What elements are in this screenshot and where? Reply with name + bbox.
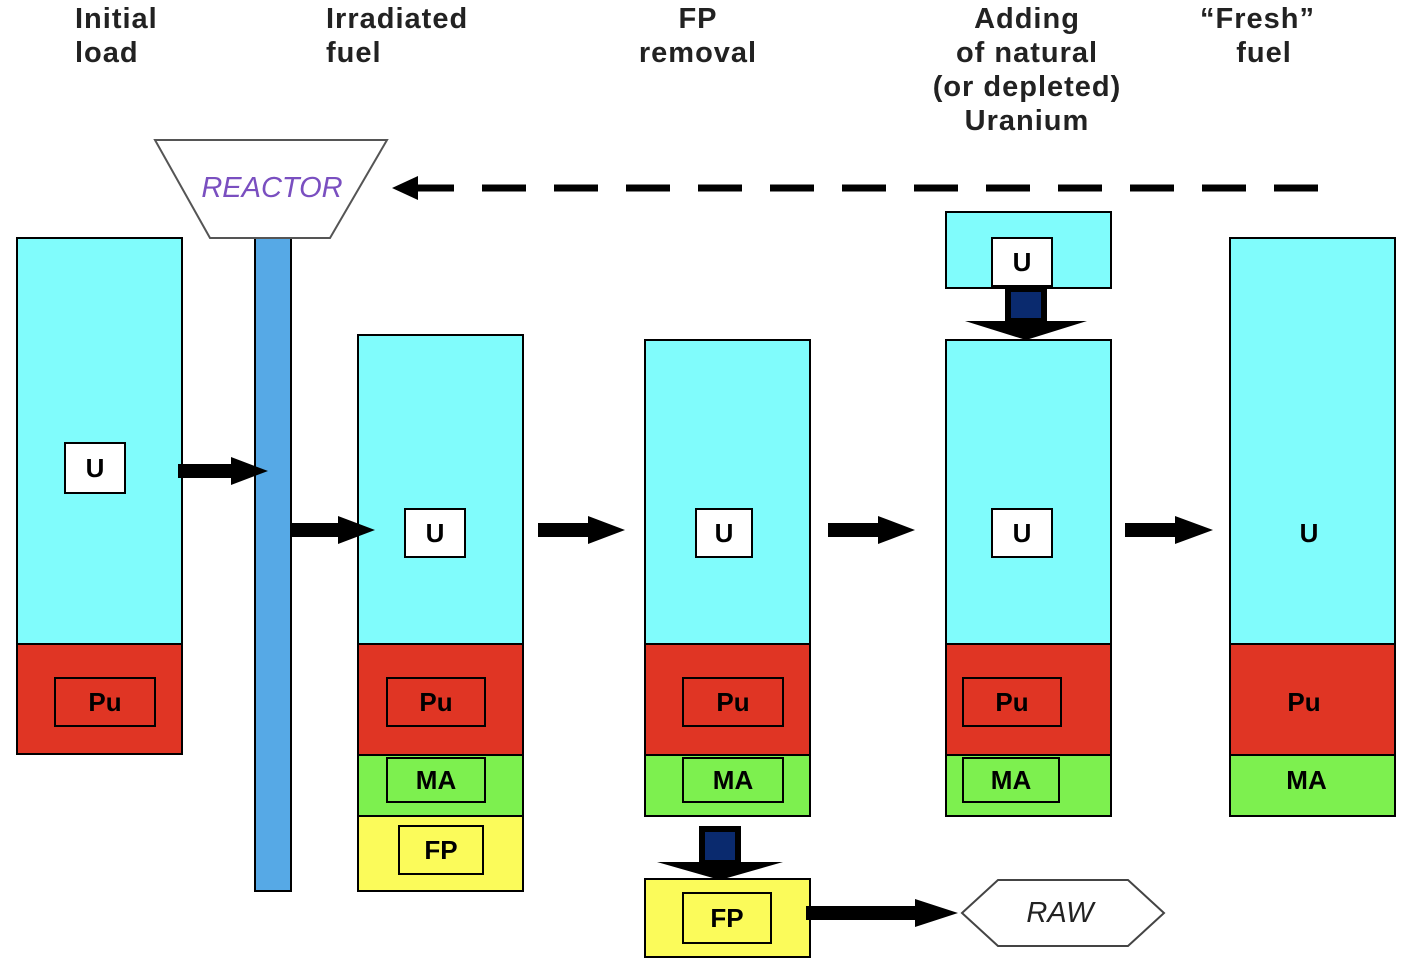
irradiated-uranium-block bbox=[357, 334, 524, 645]
arrow-fp-down bbox=[657, 826, 783, 880]
irradiated-fp-label: FP bbox=[398, 825, 484, 875]
fp-removal-uranium-block bbox=[644, 339, 811, 645]
irradiated-u-label: U bbox=[404, 508, 466, 558]
adding-uranium-block bbox=[945, 339, 1112, 645]
fresh-ma-block bbox=[1229, 754, 1396, 817]
reactor-label: REACTOR bbox=[201, 171, 343, 204]
initial-uranium-block bbox=[16, 237, 183, 645]
irradiated-plutonium-block bbox=[357, 643, 524, 756]
initial-pu-label: Pu bbox=[54, 677, 156, 727]
fresh-u-label: U bbox=[1299, 517, 1319, 548]
initial-u-label: U bbox=[64, 442, 126, 494]
reactor-shape bbox=[153, 139, 389, 239]
fp-removal-pu-label: Pu bbox=[682, 677, 784, 727]
fresh-uranium-block bbox=[1229, 237, 1396, 645]
arrow-irradiated-to-fp-removal bbox=[538, 516, 625, 544]
fresh-pu-label: Pu bbox=[1287, 686, 1321, 717]
header-adding-uranium: Adding of natural (or depleted) Uranium bbox=[932, 3, 1122, 137]
header-fp-removal: FP removal bbox=[638, 3, 758, 69]
adding-u-label: U bbox=[991, 508, 1053, 558]
fresh-ma-label: MA bbox=[1286, 764, 1327, 795]
removed-fp-label: FP bbox=[682, 892, 772, 944]
adding-ma-label: MA bbox=[962, 757, 1060, 803]
raw-label: RAW bbox=[1026, 896, 1094, 929]
irradiated-fp-block bbox=[357, 815, 524, 892]
raw-shape bbox=[960, 879, 1166, 947]
recycle-arrowhead bbox=[392, 176, 418, 200]
fp-removal-ma-label: MA bbox=[682, 757, 784, 803]
arrow-adding-to-fresh bbox=[1125, 516, 1213, 544]
header-fresh-fuel: “Fresh” fuel bbox=[1200, 3, 1315, 69]
irradiated-pu-label: Pu bbox=[386, 677, 486, 727]
arrow-fp-removal-to-adding bbox=[828, 516, 915, 544]
arrow-initial-to-reactor bbox=[178, 457, 268, 485]
arrow-fp-to-raw bbox=[806, 899, 958, 927]
arrow-add-uranium-down bbox=[965, 286, 1087, 340]
adding-ma-block bbox=[945, 754, 1112, 817]
adding-pu-label: Pu bbox=[962, 677, 1062, 727]
reactor-bar bbox=[254, 236, 292, 892]
fp-removal-u-label: U bbox=[695, 508, 753, 558]
irradiated-ma-label: MA bbox=[386, 757, 486, 803]
header-initial-load: Initial load bbox=[75, 3, 158, 69]
arrow-reactor-to-irradiated bbox=[290, 516, 375, 544]
removed-fp-block bbox=[644, 878, 811, 958]
header-irradiated-fuel: Irradiated fuel bbox=[326, 3, 469, 69]
